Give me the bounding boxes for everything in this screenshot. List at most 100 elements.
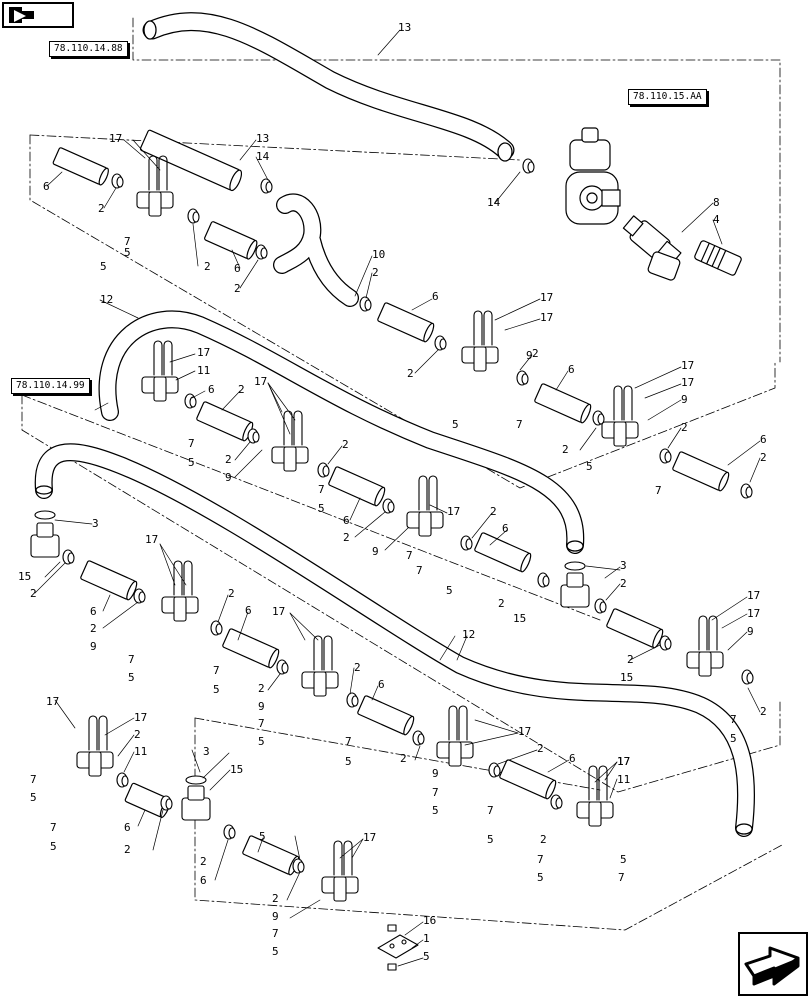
callout: 17 [617, 755, 630, 768]
callout: 2 [498, 597, 505, 610]
callout: 9 [747, 625, 754, 638]
callout: 7 [406, 549, 413, 562]
callout: 7 [432, 786, 439, 799]
callout: 17 [540, 291, 553, 304]
callout: 11 [197, 364, 210, 377]
callout: 2 [272, 892, 279, 905]
callout: 6 [568, 363, 575, 376]
callout: 15 [620, 671, 633, 684]
callout: 7 [537, 853, 544, 866]
callout: 8 [713, 196, 720, 209]
reference-link-top-left[interactable]: 78.110.14.88 [49, 41, 128, 57]
callout: 2 [372, 266, 379, 279]
callout: 2 [532, 347, 539, 360]
callout: 2 [228, 587, 235, 600]
callout: 5 [452, 418, 459, 431]
callout: 14 [256, 150, 270, 163]
callout: 7 [128, 653, 135, 666]
hoses [34, 12, 756, 837]
callout: 17 [145, 533, 158, 546]
callout: 13 [398, 21, 411, 34]
callout: 17 [681, 359, 694, 372]
callout: 5 [620, 853, 627, 866]
hose-clamps [34, 158, 754, 874]
callout: 11 [134, 745, 147, 758]
callout: 2 [537, 742, 544, 755]
callout: 11 [617, 773, 630, 786]
callout: 17 [540, 311, 553, 324]
leader-lines [34, 29, 761, 967]
callout: 2 [258, 682, 265, 695]
callout: 7 [487, 804, 494, 817]
callout: 5 [487, 833, 494, 846]
callout: 17 [617, 755, 630, 768]
callout: 5 [586, 460, 593, 473]
callout: 14 [487, 196, 501, 209]
callout: 5 [50, 840, 57, 853]
callout-numbers: 13 6 2 17 13 14 7 5 5 2 6 2 14 8 4 10 2 … [18, 21, 767, 963]
callout: 10 [372, 248, 385, 261]
next-page-button[interactable] [738, 932, 808, 996]
callout: 6 [90, 605, 97, 618]
callout: 12 [100, 293, 113, 306]
callout: 2 [760, 705, 767, 718]
callout: 17 [109, 132, 122, 145]
callout: 2 [200, 855, 207, 868]
callout: 7 [618, 871, 625, 884]
callout: 2 [124, 843, 131, 856]
callout: 7 [345, 735, 352, 748]
reference-link-valve[interactable]: 78.110.15.AA [628, 89, 707, 105]
callout: 6 [200, 874, 207, 887]
next-page-arrow-icon [744, 946, 800, 986]
callout: 7 [272, 927, 279, 940]
callout: 12 [462, 628, 475, 641]
callout: 3 [203, 745, 210, 758]
callout: 2 [407, 367, 414, 380]
hose-pieces [52, 129, 730, 876]
callout: 5 [345, 755, 352, 768]
callout: 2 [90, 622, 97, 635]
callout: 5 [318, 502, 325, 515]
bracket [377, 924, 419, 971]
callout: 7 [213, 664, 220, 677]
callout: 17 [747, 589, 760, 602]
callout: 5 [423, 950, 430, 963]
callout: 17 [447, 505, 460, 518]
callout: 6 [432, 290, 439, 303]
callout: 7 [188, 437, 195, 450]
callout: 2 [234, 282, 241, 295]
callout: 9 [681, 393, 688, 406]
return-arrow-icon [9, 7, 34, 23]
callout: 17 [363, 831, 376, 844]
callout: 15 [513, 612, 526, 625]
callout: 7 [30, 773, 37, 786]
callout: 17 [747, 607, 760, 620]
callout: 6 [234, 262, 241, 275]
callout: 2 [760, 451, 767, 464]
callout: 4 [713, 213, 720, 226]
callout: 17 [134, 711, 147, 724]
callout: 5 [30, 791, 37, 804]
callout: 9 [526, 349, 533, 362]
callout: 2 [238, 383, 245, 396]
reference-link-left[interactable]: 78.110.14.99 [11, 378, 90, 394]
callout: 2 [225, 453, 232, 466]
callout: 2 [681, 421, 688, 434]
callout: 5 [537, 871, 544, 884]
callout: 2 [620, 577, 627, 590]
callout: 5 [213, 683, 220, 696]
callout: 6 [569, 752, 576, 765]
callout: 2 [30, 587, 37, 600]
callout: 9 [372, 545, 379, 558]
callout: 9 [225, 471, 232, 484]
callout: 3 [92, 517, 99, 530]
callout: 6 [43, 180, 50, 193]
callout: 6 [343, 514, 350, 527]
callout: 5 [432, 804, 439, 817]
callout: 9 [258, 700, 265, 713]
back-button[interactable] [2, 2, 74, 28]
callout: 7 [50, 821, 57, 834]
callout: 17 [46, 695, 59, 708]
